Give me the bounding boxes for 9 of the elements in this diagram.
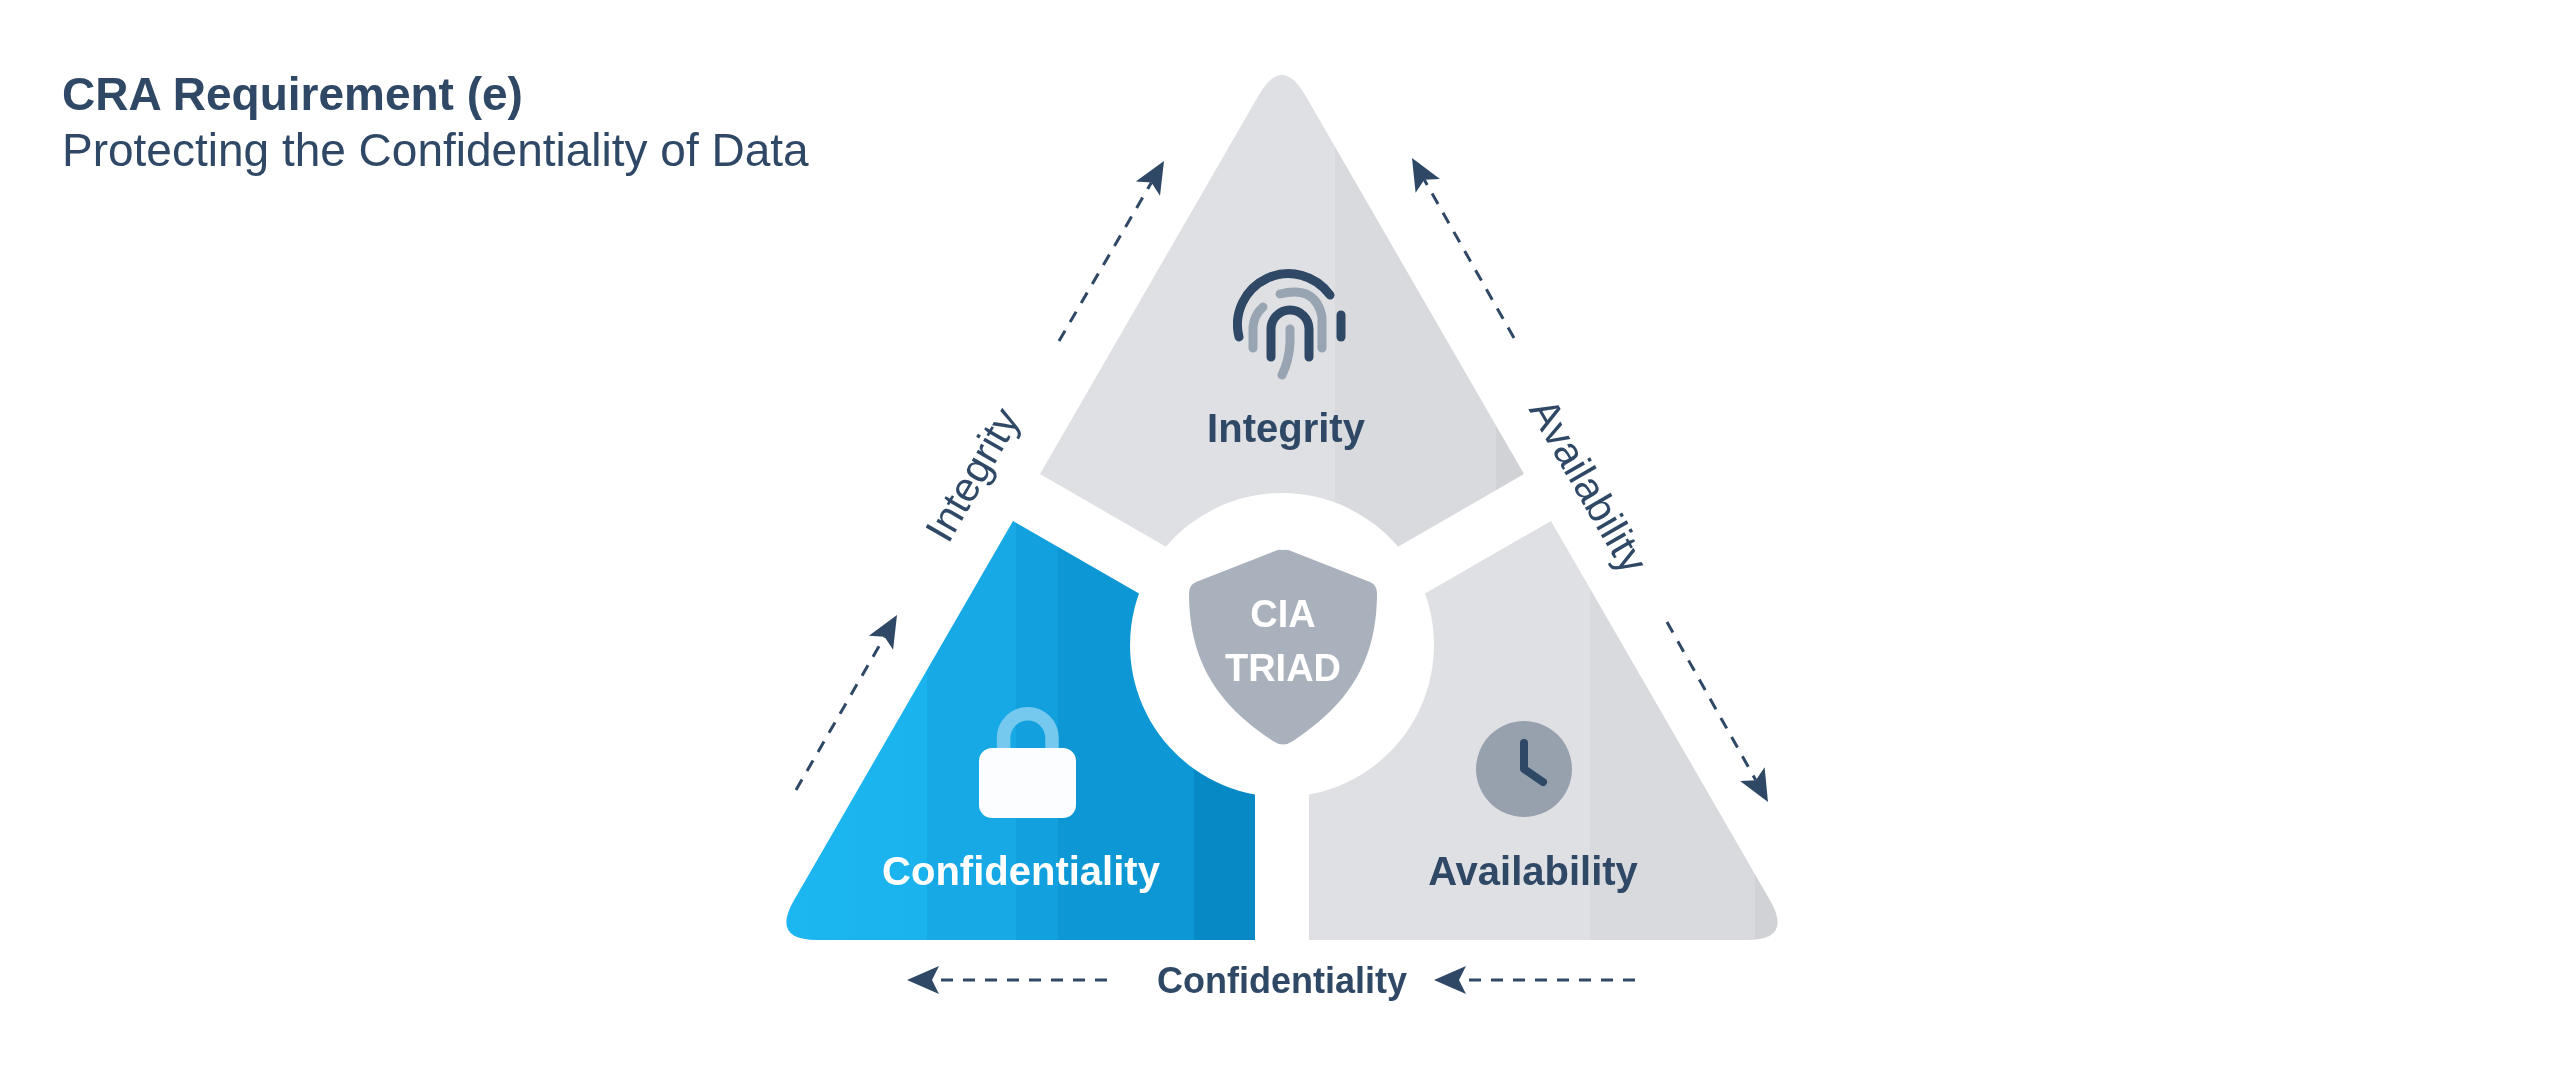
segment-label: Confidentiality (882, 848, 1160, 895)
triangle-segment (1039, 74, 1525, 547)
shield-label: CIA TRIAD (1223, 592, 1343, 691)
segment-label: Integrity (1207, 405, 1365, 452)
side-label: Confidentiality (1157, 959, 1407, 1003)
diagram-title: CRA Requirement (e) (62, 67, 523, 122)
diagram-subtitle: Protecting the Confidentiality of Data (62, 123, 809, 178)
segment-label: Availability (1428, 848, 1638, 895)
shield (1189, 549, 1377, 746)
